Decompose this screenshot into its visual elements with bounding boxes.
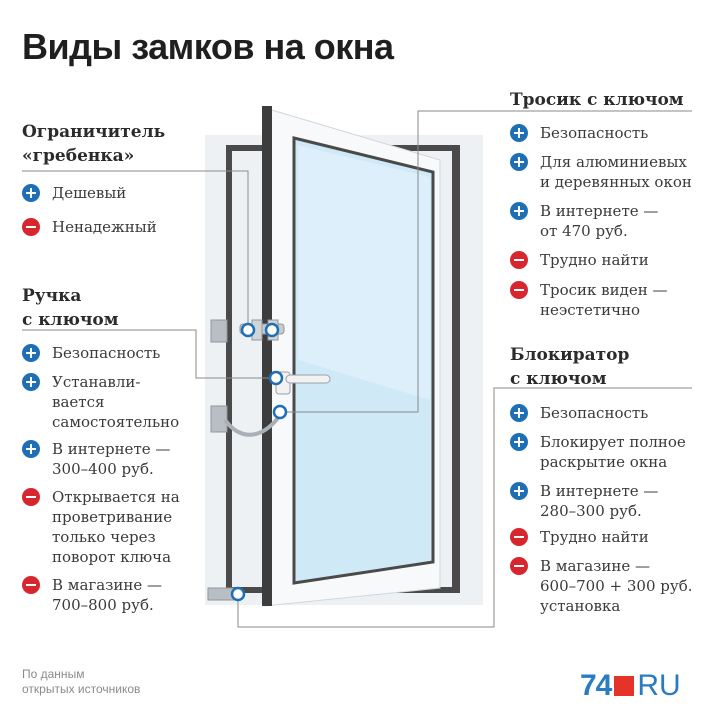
list-item-line: Блокирует полное <box>540 433 686 451</box>
source-note: По данным открытых источников <box>22 667 141 696</box>
list-item-line: В магазине — <box>52 576 163 594</box>
window-handle-lever <box>285 374 331 384</box>
list-item-line: установка <box>540 597 621 615</box>
comb-limiter-mount <box>210 319 228 343</box>
brand-logo[interactable]: 74 RU <box>580 669 681 702</box>
page-title: Виды замков на окна <box>22 26 394 67</box>
hotspot-limiter-2 <box>264 322 280 338</box>
list-item-line: неэстетично <box>540 301 641 319</box>
plus-icon <box>22 373 40 391</box>
blocker-mount <box>207 587 235 601</box>
plus-icon <box>510 202 528 220</box>
plus-icon <box>22 344 40 362</box>
logo-square-icon <box>614 676 635 696</box>
list-item-line: самостоятельно <box>52 413 180 431</box>
blocker-heading: Блокиратор с ключом <box>510 345 630 389</box>
handle-heading: Ручка с ключом <box>22 286 119 330</box>
plus-icon <box>510 153 528 171</box>
list-item-line: проветривание <box>52 508 173 526</box>
frame-post <box>452 148 460 590</box>
hotspot-blocker <box>230 586 246 602</box>
minus-icon <box>510 528 528 546</box>
list-item-line: В интернете — <box>540 482 659 500</box>
list-item-line: Устанавли- <box>52 373 141 391</box>
hotspot-handle <box>268 370 284 386</box>
list-item-line: В интернете — <box>52 440 171 458</box>
leader-line-cable <box>280 110 692 413</box>
list-item-line: раскрытие окна <box>540 453 668 471</box>
plus-icon <box>510 433 528 451</box>
list-item-line: 700–800 руб. <box>52 596 154 614</box>
plus-icon <box>22 184 40 202</box>
list-item-line: Безопасность <box>540 124 649 142</box>
minus-icon <box>510 557 528 575</box>
leader-line-limiter <box>22 170 249 330</box>
list-item-line: Трудно найти <box>540 528 649 546</box>
logo-suffix: RU <box>637 669 681 702</box>
list-item-line: и деревянных окон <box>540 173 692 191</box>
list-item-line: 280–300 руб. <box>540 502 642 520</box>
limiter-heading: Ограничитель «гребенка» <box>22 122 166 166</box>
cable-heading: Тросик с ключом <box>510 90 684 110</box>
cable-lock-cable <box>223 416 280 437</box>
list-item-line: вается <box>52 393 105 411</box>
list-item-line: 300–400 руб. <box>52 460 154 478</box>
logo-number: 74 <box>580 669 612 702</box>
hotspot-cable <box>272 404 288 420</box>
leader-line-blocker <box>237 387 692 628</box>
list-item-line: Для алюминиевых <box>540 153 687 171</box>
list-item-line: Тросик виден — <box>540 281 668 299</box>
minus-icon <box>510 281 528 299</box>
minus-icon <box>510 251 528 269</box>
list-item-line: Трудно найти <box>540 251 649 269</box>
list-item-line: 600–700 + 300 руб. <box>540 577 693 595</box>
minus-icon <box>22 576 40 594</box>
hotspot-limiter <box>240 322 256 338</box>
list-item-line: Безопасность <box>52 344 161 362</box>
minus-icon <box>22 218 40 236</box>
glass-highlight <box>298 145 430 400</box>
list-item-line: В интернете — <box>540 202 659 220</box>
list-item-line: Безопасность <box>540 404 649 422</box>
leader-line-handle <box>22 329 272 379</box>
minus-icon <box>22 488 40 506</box>
list-item-line: поворот ключа <box>52 548 172 566</box>
cable-lock-mount <box>210 405 228 433</box>
sash-edge <box>262 106 272 606</box>
plus-icon <box>22 440 40 458</box>
plus-icon <box>510 404 528 422</box>
plus-icon <box>510 124 528 142</box>
list-item-line: от 470 руб. <box>540 222 628 240</box>
list-item-line: Открывается на <box>52 488 180 506</box>
list-item-line: В магазине — <box>540 557 651 575</box>
list-item-line: только через <box>52 528 156 546</box>
plus-icon <box>510 482 528 500</box>
